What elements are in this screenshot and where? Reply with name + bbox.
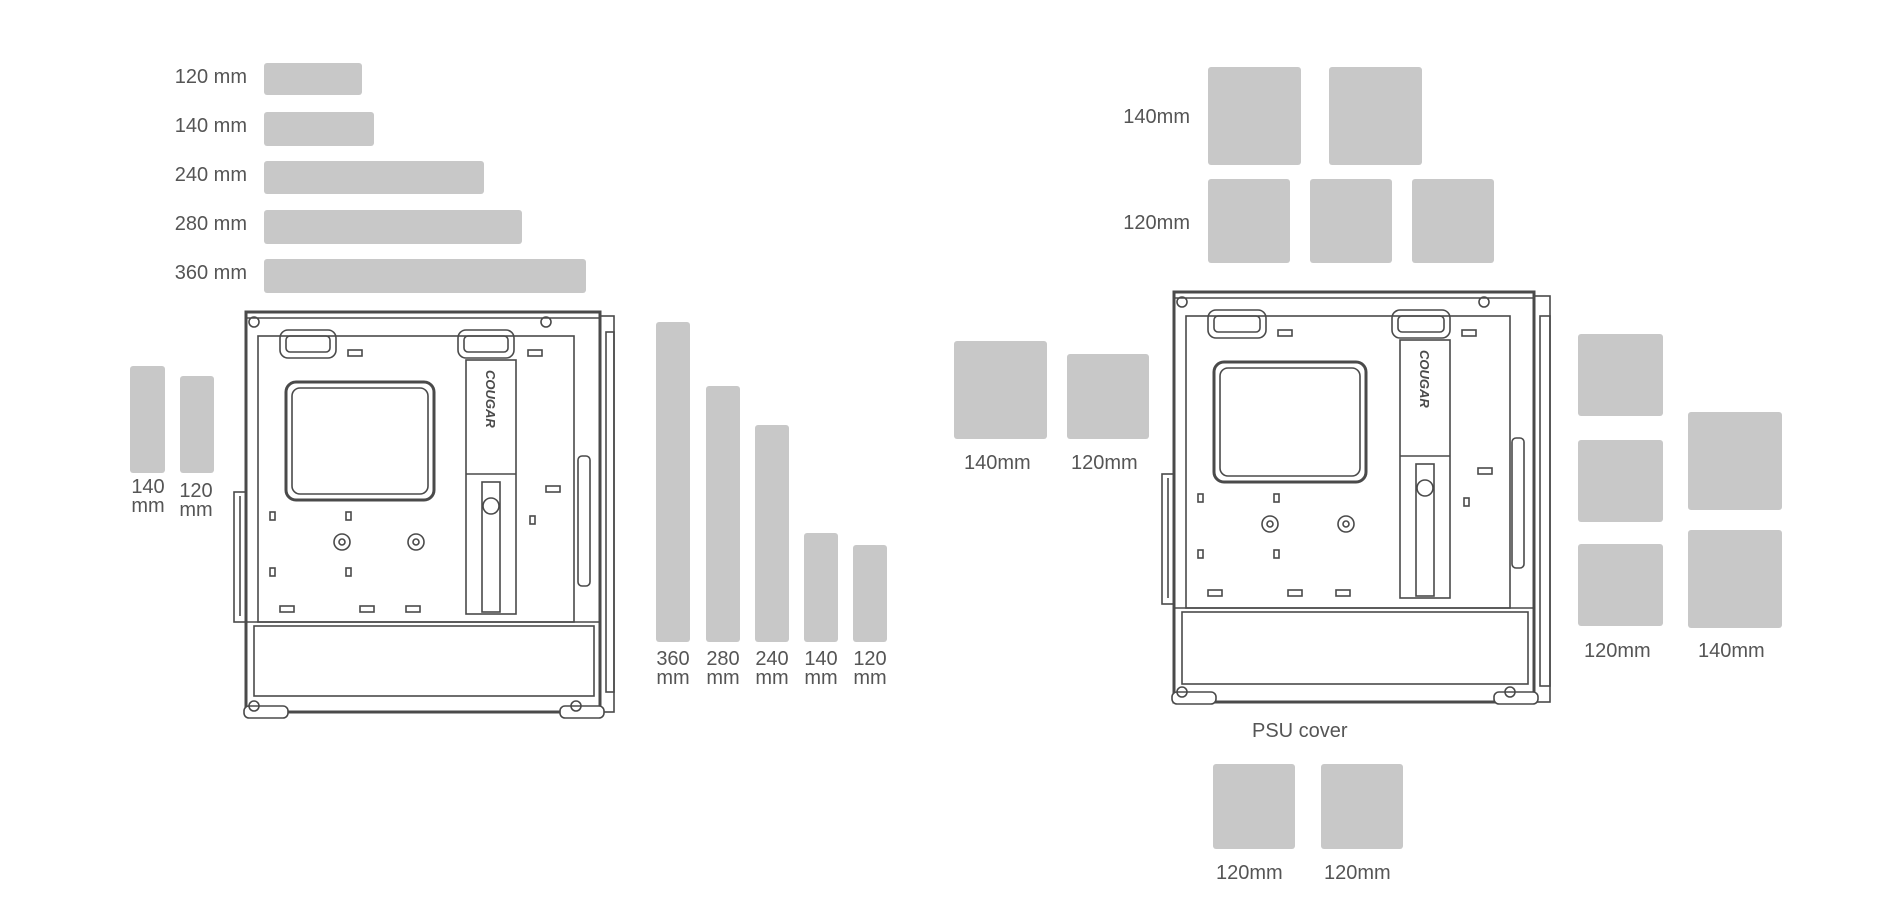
top-fan-label-120: 120mm [1123, 212, 1190, 234]
top-bar-240 [264, 161, 484, 194]
top-label-120: 120 mm [174, 66, 247, 88]
top-label-360: 360 mm [174, 262, 247, 284]
top-label-280: 280 mm [174, 213, 247, 235]
front-bar-120 [853, 545, 887, 642]
top-fan-120-b [1310, 179, 1392, 263]
top-fan-120-c [1412, 179, 1494, 263]
front-bar-280 [706, 386, 740, 642]
front-bar-360 [656, 322, 690, 642]
top-fan-140-b [1329, 67, 1422, 165]
rear-bar-140 [130, 366, 165, 473]
case-brand-right: COUGAR [1417, 350, 1432, 408]
top-label-140: 140 mm [174, 115, 247, 137]
psu-fan-120-b [1321, 764, 1403, 849]
psu-fan-label-a: 120mm [1216, 862, 1283, 884]
front-bar-140 [804, 533, 838, 642]
front-bar-240 [755, 425, 789, 642]
front-fan-120-c [1578, 544, 1663, 626]
top-fan-140-a [1208, 67, 1301, 165]
psu-fan-120-a [1213, 764, 1295, 849]
rear-fan-label-140: 140mm [964, 452, 1031, 474]
top-fan-120-a [1208, 179, 1290, 263]
front-fan-label-140: 140mm [1698, 640, 1765, 662]
rear-fan-120 [1067, 354, 1149, 439]
rear-fan-label-120: 120mm [1071, 452, 1138, 474]
top-label-240: 240 mm [174, 164, 247, 186]
top-bar-360 [264, 259, 586, 293]
front-fan-120-a [1578, 334, 1663, 416]
case-brand-left: COUGAR [483, 370, 498, 428]
rear-fan-140 [954, 341, 1047, 439]
top-bar-140 [264, 112, 374, 146]
top-fan-label-140: 140mm [1123, 106, 1190, 128]
front-fan-120-b [1578, 440, 1663, 522]
front-fan-140-b [1688, 530, 1782, 628]
top-bar-120 [264, 63, 362, 95]
top-bar-280 [264, 210, 522, 244]
rear-bar-120 [180, 376, 214, 473]
front-fan-140-a [1688, 412, 1782, 510]
front-fan-label-120: 120mm [1584, 640, 1651, 662]
psu-cover-label: PSU cover [1252, 720, 1348, 742]
psu-fan-label-b: 120mm [1324, 862, 1391, 884]
